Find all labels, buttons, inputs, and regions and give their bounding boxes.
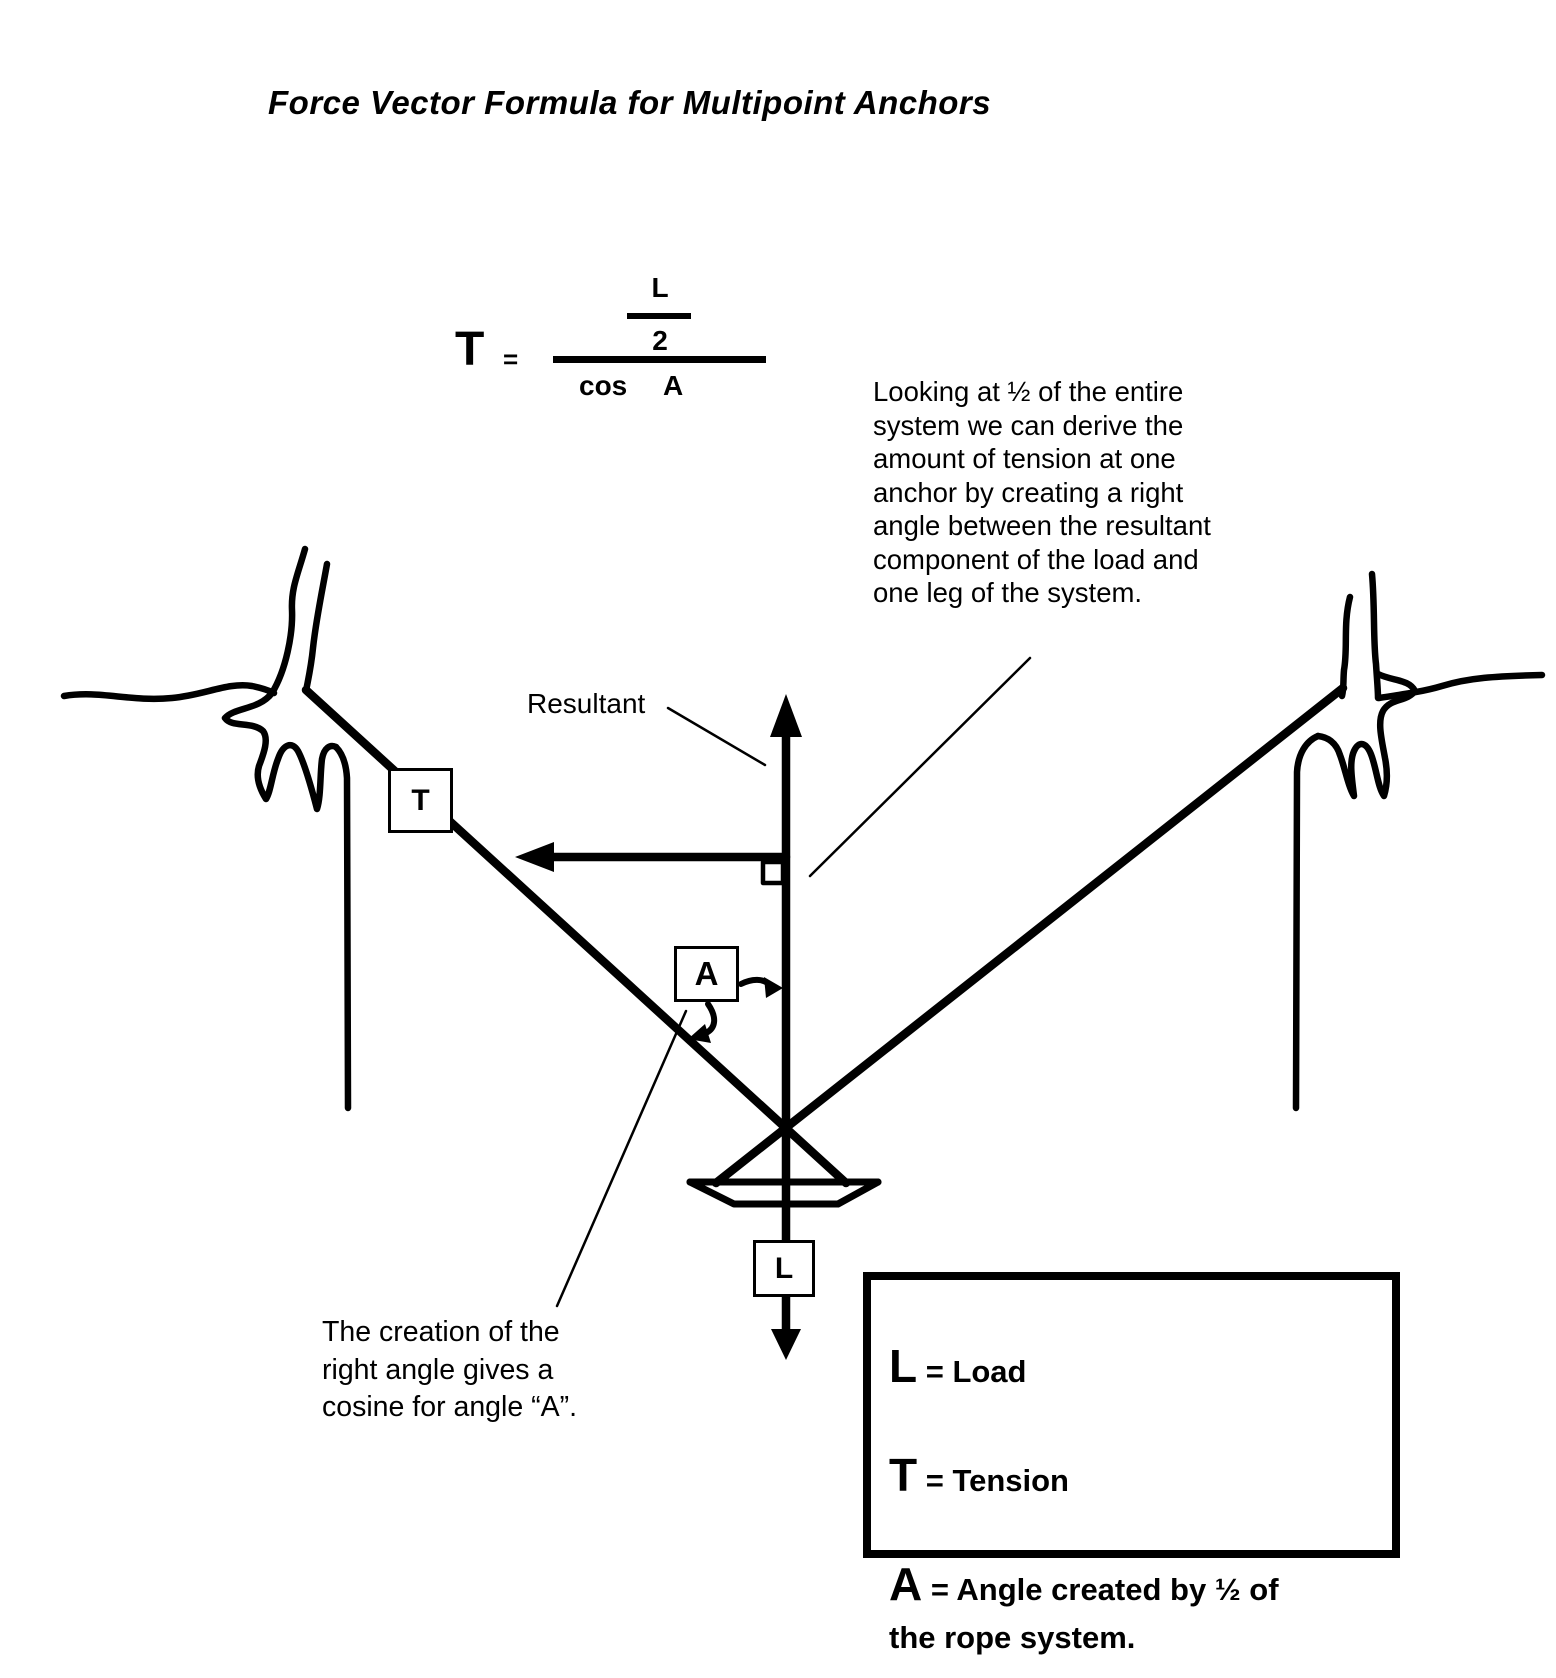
note-pointer-line xyxy=(555,1009,688,1308)
formula-numerator-2: 2 xyxy=(652,325,668,356)
formula-main-fraction-bar xyxy=(553,356,766,363)
legend-entry-angle: A = Angle created by ½ of the rope syste… xyxy=(889,1512,1378,1662)
load-arrowhead xyxy=(771,1329,801,1360)
paragraph-pointer-line xyxy=(808,656,1032,878)
angle-arrowhead-left xyxy=(688,1024,711,1043)
rope-right-leg xyxy=(711,683,1348,1188)
horizontal-arrowhead xyxy=(515,842,554,872)
legend-definition-load: = Load xyxy=(917,1354,1027,1389)
tree-trunk-right-edge xyxy=(302,560,331,695)
angle-tag-letter: A xyxy=(694,955,719,992)
right-angle-note: The creation of the right angle gives a … xyxy=(322,1316,578,1423)
legend-entry-load: L = Load xyxy=(889,1294,1378,1396)
load-tag-letter: L xyxy=(774,1251,794,1285)
tree-drop-line-right xyxy=(1292,732,1322,1112)
angle-arrow-to-rope xyxy=(703,1001,718,1036)
tree-trunk-left-edge xyxy=(221,545,340,813)
angle-arrowhead-right xyxy=(764,977,783,998)
ground-line-left xyxy=(60,682,278,703)
tree-roots-right xyxy=(1314,670,1419,800)
formula-numerator-l: L xyxy=(651,272,669,303)
tree-sketch-right xyxy=(1292,570,1546,1112)
page-title: Force Vector Formula for Multipoint Anch… xyxy=(268,84,992,121)
formula-lhs: T xyxy=(455,323,485,376)
explanation-paragraph: Looking at ½ of the entire system we can… xyxy=(873,376,1211,608)
tree-trunk-right-edge2 xyxy=(1368,570,1382,702)
resultant-label: Resultant xyxy=(527,688,646,719)
legend-symbol-a: A xyxy=(889,1558,923,1610)
tree-trunk-left-edge2 xyxy=(1338,593,1354,700)
tension-tag-box: T xyxy=(388,768,453,833)
tree-drop-line-left xyxy=(332,743,352,1112)
formula-equals: = xyxy=(503,344,519,374)
formula-angle: A xyxy=(663,370,684,401)
angle-tag-box: A xyxy=(674,946,739,1002)
ground-line-right xyxy=(1375,671,1546,702)
legend-symbol-t: T xyxy=(889,1449,918,1501)
legend-symbol-l: L xyxy=(889,1340,918,1392)
legend-entry-tension: T = Tension xyxy=(889,1403,1378,1505)
legend-box: L = Load T = Tension A = Angle created b… xyxy=(863,1272,1400,1655)
load-tag-box: L xyxy=(753,1240,815,1297)
resultant-arrowhead xyxy=(770,694,802,737)
legend-definition-angle: = Angle created by ½ of the rope system. xyxy=(889,1572,1279,1655)
formula-small-fraction-bar xyxy=(627,313,691,319)
formula-cos: cos xyxy=(579,370,628,401)
resultant-pointer-line xyxy=(666,706,767,767)
tree-sketch-left xyxy=(60,545,352,1112)
tension-tag-letter: T xyxy=(411,783,430,817)
legend-definition-tension: = Tension xyxy=(917,1463,1069,1498)
right-angle-marker xyxy=(760,859,786,886)
